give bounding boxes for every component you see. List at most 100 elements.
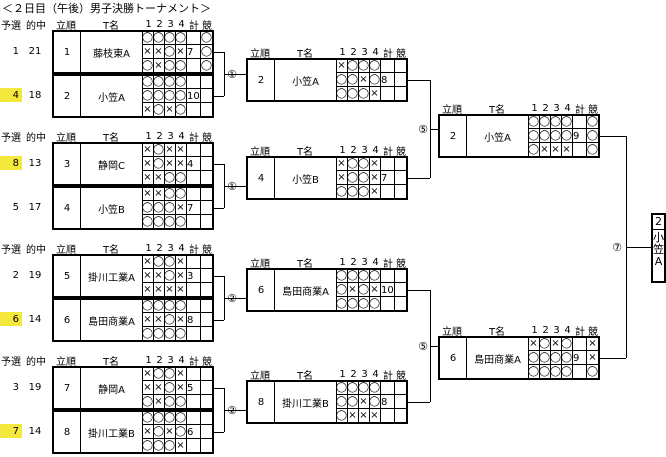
shot-mark: ◯ (141, 89, 154, 101)
shot-mark: ◯ (141, 327, 154, 339)
cell-divider (164, 254, 165, 298)
shot-mark: ◯ (357, 283, 370, 295)
header-end: 4 (372, 46, 379, 58)
shot-mark: ◯ (174, 327, 187, 339)
header-end: 2 (542, 324, 549, 336)
row-divider (200, 170, 214, 171)
bracket-line (214, 432, 224, 433)
bracket-line (408, 178, 430, 179)
header-team: T名 (102, 20, 120, 31)
shot-mark: ◯ (141, 215, 154, 227)
yosen-cell: 6 (0, 312, 22, 326)
shot-mark: × (143, 143, 152, 155)
header-end: 2 (156, 130, 163, 142)
shot-mark: ◯ (560, 115, 573, 127)
shot-mark: × (143, 425, 152, 437)
shot-mark: ◯ (368, 395, 381, 407)
shot-mark: ◯ (357, 171, 370, 183)
tachijun-cell: 6 (63, 314, 71, 326)
shot-mark: ◯ (335, 395, 348, 407)
row-divider (142, 102, 200, 103)
bracket-line (214, 208, 224, 209)
cell-divider (200, 186, 201, 230)
shot-mark: × (370, 409, 379, 421)
shot-mark: × (370, 157, 379, 169)
kyoso-mark (200, 313, 213, 326)
round-label: ① (227, 67, 237, 81)
total-cell: 8 (187, 314, 194, 326)
cell-divider (200, 74, 201, 118)
shot-mark: × (143, 171, 152, 183)
bracket-line (600, 358, 626, 359)
row-divider (200, 58, 214, 59)
row-divider (142, 170, 200, 171)
shot-mark: ◯ (163, 299, 176, 311)
bracket-line (408, 402, 430, 403)
header-kyoso: 競 (396, 48, 406, 59)
cell-divider (380, 268, 381, 312)
row-divider (200, 438, 214, 439)
shot-mark: ◯ (163, 395, 176, 407)
team-block (52, 410, 214, 454)
row-divider (394, 72, 408, 73)
header-end: 4 (372, 368, 379, 380)
shot-mark: ◯ (152, 439, 165, 451)
header-total: 計 (383, 370, 393, 381)
shot-mark: ◯ (174, 395, 187, 407)
row-divider (528, 364, 586, 365)
shot-mark: ◯ (163, 327, 176, 339)
shot-mark: ◯ (174, 411, 187, 423)
total-cell: 3 (187, 270, 194, 282)
shot-mark: ◯ (152, 327, 165, 339)
team-name: 掛川工業B (282, 398, 329, 410)
cell-divider (528, 336, 529, 380)
kyoso-mark (200, 255, 213, 268)
header-total: 計 (189, 132, 199, 143)
shot-mark: ◯ (141, 299, 154, 311)
shot-mark: × (551, 337, 560, 349)
total-cell: 10 (187, 90, 200, 102)
kyoso-mark (200, 283, 213, 296)
cell-divider (186, 298, 187, 342)
cell-divider (561, 114, 562, 158)
shot-mark: × (176, 143, 185, 155)
team-block (52, 142, 214, 186)
round-label: ② (227, 291, 237, 305)
row-divider (142, 326, 200, 327)
row-divider (336, 408, 394, 409)
header-tekichu: 的中 (26, 356, 46, 367)
shot-mark: ◯ (368, 269, 381, 281)
winner-char: 小 (653, 231, 664, 244)
cell-divider (394, 58, 395, 102)
shot-mark: × (143, 255, 152, 267)
yosen-cell: 5 (12, 201, 19, 213)
shot-mark: × (176, 201, 185, 213)
header-team: T名 (102, 356, 120, 367)
row-divider (142, 156, 200, 157)
cell-divider (380, 58, 381, 102)
cell-divider (369, 156, 370, 200)
shot-mark: ◯ (560, 337, 573, 349)
shot-mark: ◯ (335, 73, 348, 85)
shot-mark: ◯ (346, 269, 359, 281)
row-divider (200, 268, 214, 269)
kyoso-mark: ◯ (586, 365, 599, 377)
winner-box: 2 小 笠 A (651, 213, 666, 283)
header-kyoso: 競 (202, 244, 212, 255)
team-name: 島田商業A (88, 316, 135, 328)
cell-divider (153, 410, 154, 454)
cell-divider (550, 336, 551, 380)
row-divider (528, 142, 586, 143)
shot-mark: ◯ (174, 299, 187, 311)
header-yosen: 予選 (1, 132, 21, 143)
cell-divider (175, 254, 176, 298)
shot-mark: ◯ (152, 201, 165, 213)
tachijun-cell: 2 (63, 90, 71, 102)
cell-divider (186, 142, 187, 186)
shot-mark: × (370, 87, 379, 99)
shot-mark: × (154, 283, 163, 295)
total-cell: 9 (573, 130, 580, 142)
row-divider (200, 88, 214, 89)
header-end: 3 (167, 242, 174, 254)
shot-mark: ◯ (174, 31, 187, 43)
